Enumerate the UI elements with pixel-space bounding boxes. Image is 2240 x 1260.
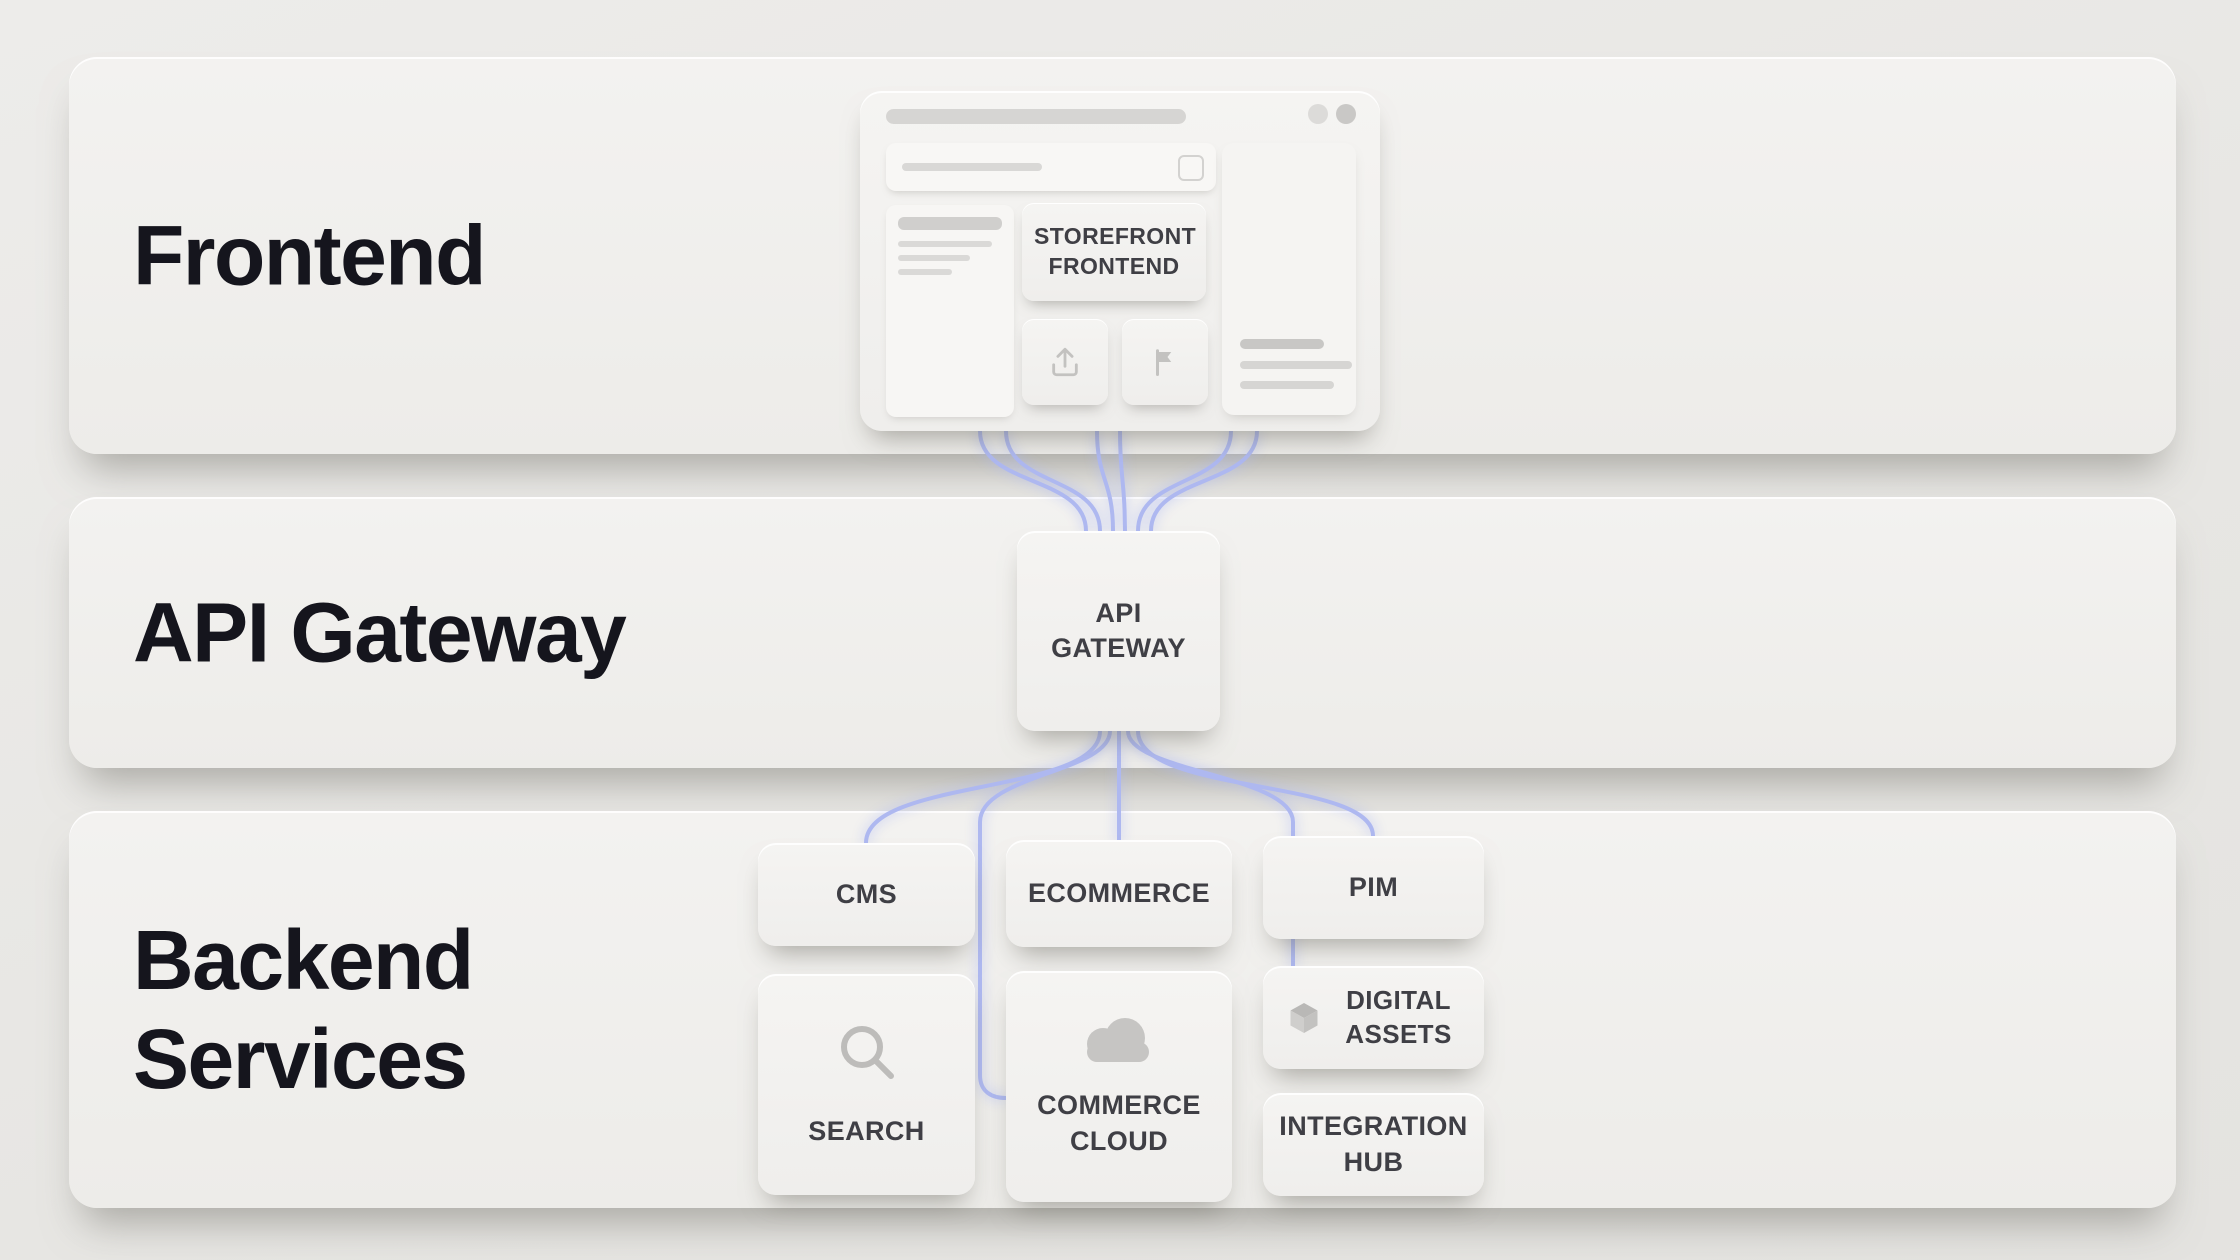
layer-label-backend-services: Backend Services — [133, 912, 474, 1106]
edge-storefront-gateway — [978, 429, 1088, 533]
digital-assets-label: DIGITAL ASSETS — [1345, 984, 1452, 1049]
node-commerce-cloud: COMMERCE CLOUD — [1006, 971, 1232, 1202]
sidebar-skeleton-bar — [898, 217, 1002, 230]
node-pim: PIM — [1263, 836, 1484, 939]
node-integration-hub: INTEGRATION HUB — [1263, 1093, 1484, 1196]
sidebar-skeleton-line — [898, 255, 970, 261]
package-icon — [1290, 1002, 1318, 1033]
browser-window-dot — [1308, 104, 1328, 124]
edge-storefront-gateway — [1004, 429, 1102, 533]
node-cms: CMS — [758, 843, 975, 946]
address-text-placeholder — [902, 163, 1042, 171]
content-skeleton-line — [1240, 339, 1324, 349]
edge-gateway-pim — [1136, 729, 1375, 838]
edge-gateway-cms — [864, 729, 1102, 845]
browser-sidebar-skeleton — [886, 205, 1014, 417]
content-skeleton-line — [1240, 361, 1352, 369]
node-search: SEARCH — [758, 974, 975, 1195]
api-gateway-label: API GATEWAY — [1051, 597, 1186, 663]
upload-icon — [1052, 347, 1078, 377]
edge-storefront-gateway — [1095, 429, 1115, 533]
browser-address-bar — [886, 143, 1216, 191]
node-api-gateway: API GATEWAY — [1017, 531, 1220, 731]
flag-icon — [1156, 349, 1172, 376]
cms-label: CMS — [835, 878, 898, 909]
ecommerce-label: ECOMMERCE — [1027, 877, 1211, 908]
browser-content-panel — [1222, 143, 1356, 415]
edge-storefront-gateway — [1136, 429, 1233, 533]
edge-storefront-gateway — [1118, 429, 1127, 533]
storefront-frontend-box: STOREFRONT FRONTEND — [1022, 203, 1206, 301]
commerce-cloud-label: COMMERCE CLOUD — [1037, 1090, 1201, 1156]
magnifier-icon — [840, 1025, 894, 1079]
layer-label-frontend: Frontend — [133, 207, 486, 302]
node-digital-assets: DIGITAL ASSETS — [1263, 966, 1484, 1069]
content-skeleton-line — [1240, 381, 1334, 389]
search-label: SEARCH — [808, 1115, 925, 1146]
address-action-square — [1178, 155, 1204, 181]
cloud-icon — [1087, 1018, 1149, 1063]
integration-hub-label: INTEGRATION HUB — [1279, 1111, 1468, 1177]
browser-window-dot — [1336, 104, 1356, 124]
edge-storefront-gateway — [1149, 429, 1259, 533]
layer-label-api-gateway: API Gateway — [133, 584, 627, 679]
edge-gateway-commerce-cloud — [978, 729, 1112, 1100]
node-storefront-frontend: STOREFRONT FRONTEND — [860, 91, 1380, 431]
sidebar-skeleton-line — [898, 241, 992, 247]
upload-tile — [1022, 319, 1108, 405]
flag-tile — [1122, 319, 1208, 405]
pim-label: PIM — [1348, 871, 1399, 902]
browser-titlebar-pill — [886, 109, 1186, 124]
node-ecommerce: ECOMMERCE — [1006, 840, 1232, 947]
storefront-frontend-label: STOREFRONT FRONTEND — [1034, 223, 1197, 279]
sidebar-skeleton-line — [898, 269, 952, 275]
